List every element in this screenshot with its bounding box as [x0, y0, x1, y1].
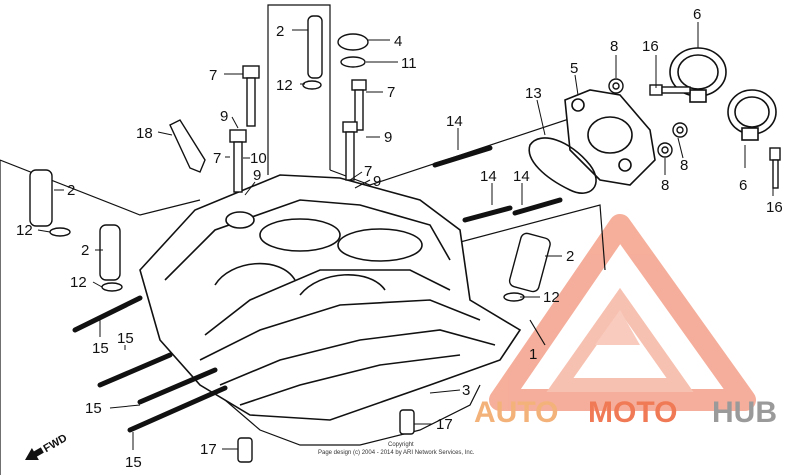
watermark-moto: MOTO	[588, 396, 677, 429]
callout-10: 10	[250, 150, 267, 167]
callout-12-d: 12	[543, 289, 560, 306]
callout-17-a: 17	[200, 441, 217, 458]
callout-17-b: 17	[436, 416, 453, 433]
callout-9-d: 9	[253, 167, 261, 184]
callout-12-a: 12	[276, 77, 293, 94]
callout-7-d: 7	[364, 163, 372, 180]
fwd-arrow-icon	[25, 447, 44, 461]
callout-12-c: 12	[70, 274, 87, 291]
hose-clamp-lower	[727, 89, 777, 141]
callout-8-c: 8	[661, 177, 669, 194]
callout-13: 13	[525, 85, 542, 102]
watermark-wordmark: AUTO MOTO HUB	[474, 396, 777, 429]
callout-15-d: 15	[125, 454, 142, 471]
callout-7-a: 7	[209, 67, 217, 84]
callout-7-c: 7	[213, 150, 221, 167]
callout-9-c: 9	[373, 173, 381, 190]
callout-6-a: 6	[693, 6, 701, 23]
callout-14-b: 14	[480, 168, 497, 185]
watermark-logo	[489, 214, 756, 411]
callout-16-a: 16	[642, 38, 659, 55]
copyright-line-1: Copyright	[388, 442, 414, 448]
cylinder-head-gasket	[224, 384, 481, 446]
guide-rods	[72, 145, 563, 433]
callout-9-a: 9	[220, 108, 228, 125]
callout-1: 1	[529, 346, 537, 363]
callout-11: 11	[401, 55, 417, 72]
callout-15-b: 15	[117, 330, 134, 347]
callout-6-b: 6	[739, 177, 747, 194]
callout-7-b: 7	[387, 84, 395, 101]
leader-lines	[37, 22, 774, 450]
callout-15-c: 15	[85, 400, 102, 417]
callout-labels: 2 4 11 7 12 7 8 16 6 5 13 9 18 10 7 14 9…	[16, 6, 783, 471]
callout-14-c: 14	[513, 168, 530, 185]
fwd-indicator: FWD	[25, 432, 70, 461]
callout-18: 18	[136, 125, 153, 142]
callout-12-b: 12	[16, 222, 33, 239]
fwd-label: FWD	[42, 432, 70, 455]
bolts	[169, 33, 781, 463]
callout-4: 4	[394, 33, 402, 50]
callout-8-b: 8	[680, 157, 688, 174]
watermark-auto: AUTO	[474, 396, 558, 429]
callout-2-a: 2	[276, 23, 284, 40]
callout-2-b: 2	[67, 182, 75, 199]
hose-clamp-upper	[669, 47, 727, 103]
callout-14-a: 14	[446, 113, 463, 130]
cylinder-head	[139, 174, 522, 421]
copyright-line-2: Page design (c) 2004 - 2014 by ARI Netwo…	[318, 450, 475, 456]
callout-2-c: 2	[81, 242, 89, 259]
callout-16-b: 16	[766, 199, 783, 216]
callout-8-a: 8	[610, 38, 618, 55]
callout-9-b: 9	[384, 129, 392, 146]
cam-holder	[528, 89, 656, 194]
callout-5: 5	[570, 60, 578, 77]
callout-3: 3	[462, 382, 470, 399]
watermark-hub: HUB	[712, 396, 777, 429]
callout-2-d: 2	[566, 248, 574, 265]
callout-15-a: 15	[92, 340, 109, 357]
tappet-adjusters	[29, 15, 551, 302]
